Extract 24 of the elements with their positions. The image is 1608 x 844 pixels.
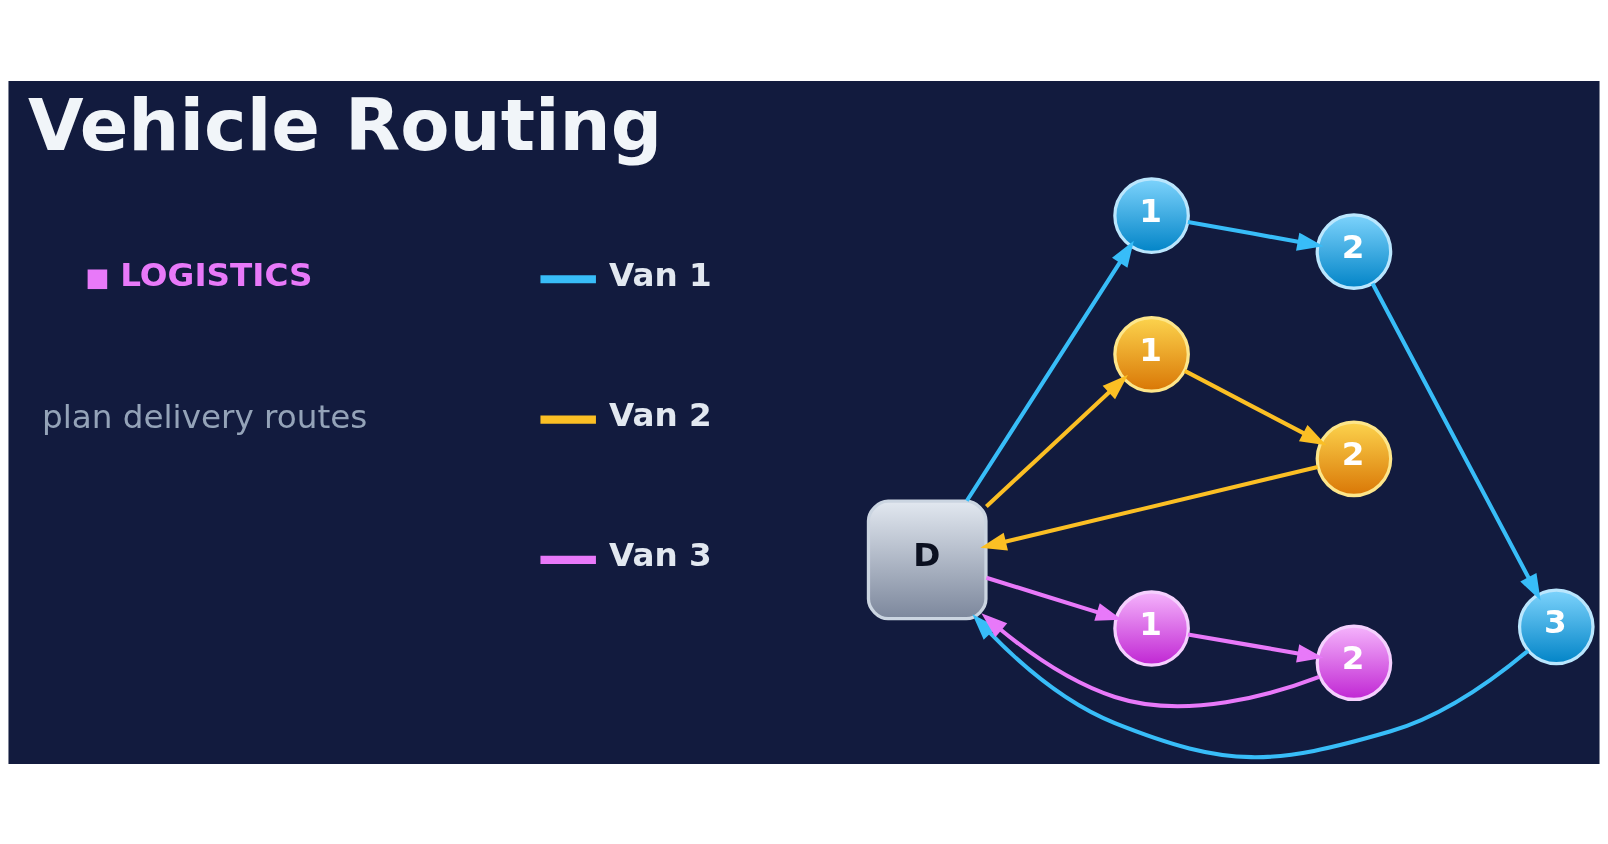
node-circle: 2 <box>1315 623 1393 701</box>
arrow <box>1187 219 1324 251</box>
arrow <box>980 464 1319 550</box>
node-circle: 3 <box>1517 588 1595 665</box>
legend-label: Van 2 <box>608 395 712 434</box>
label: LOGISTICS <box>120 255 313 294</box>
node-circle: 1 <box>1113 176 1190 254</box>
diagram-title: Vehicle Routing <box>28 82 663 167</box>
node-circle: 1 <box>1113 589 1190 667</box>
arrow <box>1183 368 1327 445</box>
node-box: D <box>866 499 988 620</box>
arrow <box>1370 282 1541 600</box>
arrow <box>972 613 1530 759</box>
legend-label: Van 1 <box>608 255 712 294</box>
node-circle: 2 <box>1315 419 1393 497</box>
legend-label: Van 3 <box>608 535 712 574</box>
node-circle: 1 <box>1113 315 1190 393</box>
arrow <box>981 612 1320 708</box>
label: plan delivery routes <box>41 397 368 436</box>
arrow <box>1187 631 1324 662</box>
arrow <box>984 374 1128 508</box>
node-circle: 2 <box>1315 212 1393 290</box>
arrow <box>985 575 1122 621</box>
arrow <box>965 240 1134 502</box>
